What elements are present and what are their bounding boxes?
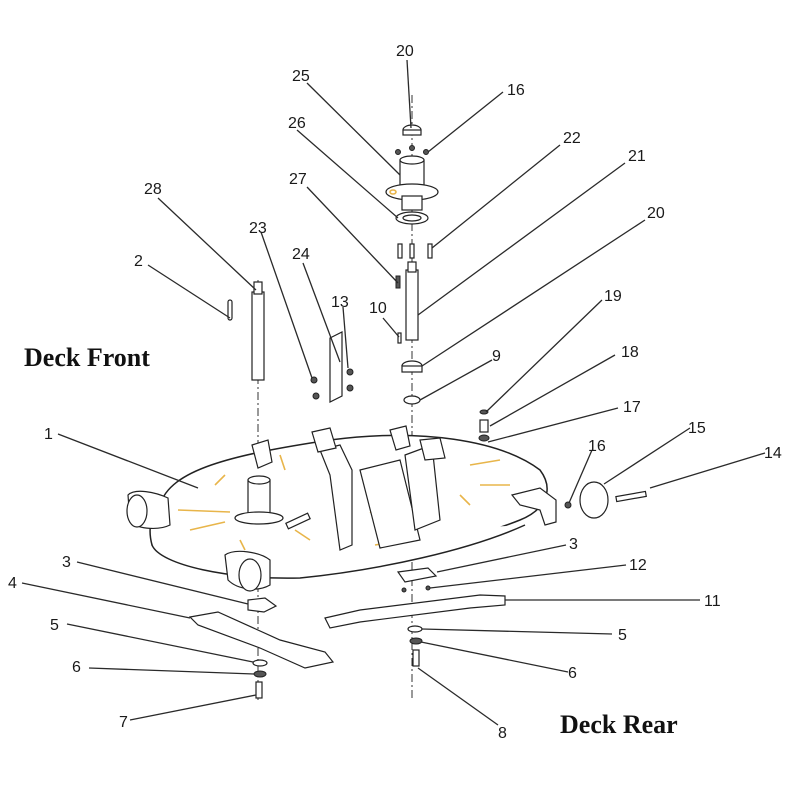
right-wheel-bracket xyxy=(510,487,557,526)
callout-23: 23 xyxy=(249,220,267,237)
callout-20-mid: 20 xyxy=(647,205,665,222)
wheel-15 xyxy=(579,481,609,519)
callout-8: 8 xyxy=(498,725,507,742)
callout-18: 18 xyxy=(621,344,639,361)
deck-front-label: Deck Front xyxy=(24,343,150,372)
callout-12: 12 xyxy=(629,557,647,574)
right-blade-stack xyxy=(324,567,506,667)
callout-3-left: 3 xyxy=(62,554,71,571)
callout-25: 25 xyxy=(292,68,310,85)
callout-9: 9 xyxy=(492,348,501,365)
callout-6-right: 6 xyxy=(568,665,577,682)
callout-19: 19 xyxy=(604,288,622,305)
callout-26: 26 xyxy=(288,115,306,132)
callouts: 20 25 16 26 22 21 28 27 20 23 24 2 13 10… xyxy=(8,43,782,742)
deck-rear-label: Deck Rear xyxy=(560,710,678,739)
left-spindle-stack xyxy=(227,281,354,403)
callout-11: 11 xyxy=(704,593,721,610)
callout-21: 21 xyxy=(628,148,646,165)
callout-15: 15 xyxy=(688,420,706,437)
callout-27: 27 xyxy=(289,171,307,188)
callout-28: 28 xyxy=(144,181,162,198)
right-spindle-stack xyxy=(385,124,439,405)
callout-14: 14 xyxy=(764,445,782,462)
callout-22: 22 xyxy=(563,130,581,147)
callout-24: 24 xyxy=(292,246,310,263)
callout-7: 7 xyxy=(119,714,128,731)
callout-5-left: 5 xyxy=(50,617,59,634)
callout-4: 4 xyxy=(8,575,17,592)
callout-2: 2 xyxy=(134,253,143,270)
left-gauge-wheel xyxy=(126,490,171,529)
callout-6-left: 6 xyxy=(72,659,81,676)
callout-20-top: 20 xyxy=(396,43,414,60)
callout-10: 10 xyxy=(369,300,387,317)
right-wheel-parts xyxy=(478,409,647,519)
callout-1: 1 xyxy=(44,426,53,443)
left-blade-stack xyxy=(188,597,335,699)
callout-17: 17 xyxy=(623,399,641,416)
leader-lines xyxy=(21,59,766,726)
callout-16-top: 16 xyxy=(507,82,525,99)
callout-13: 13 xyxy=(331,294,349,311)
callout-3-right: 3 xyxy=(569,536,578,553)
pin-2 xyxy=(227,299,233,321)
callout-5-right: 5 xyxy=(618,627,627,644)
front-gauge-wheel xyxy=(224,550,271,592)
mower-deck xyxy=(126,425,557,592)
callout-16-right: 16 xyxy=(588,438,606,455)
